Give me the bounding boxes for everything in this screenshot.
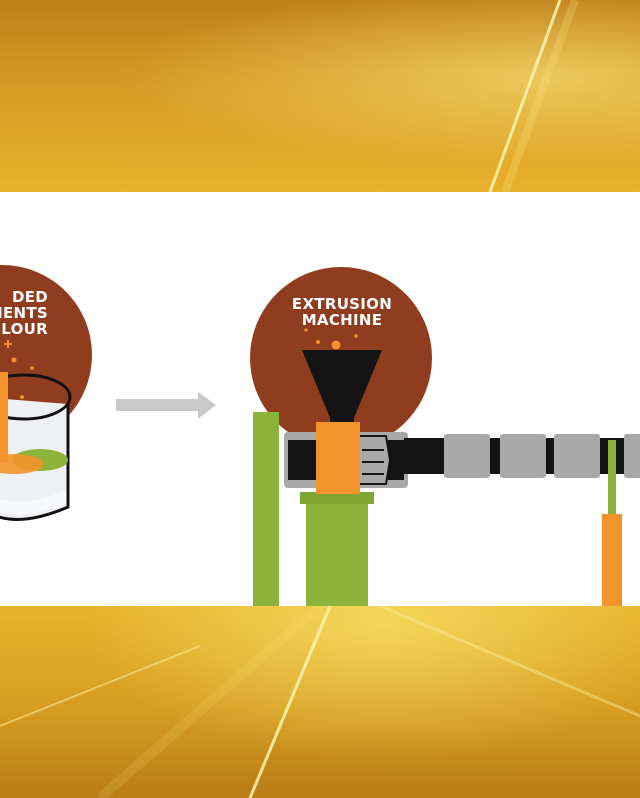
blended-ingredients [0,454,44,474]
arrow-head [198,392,216,419]
pipe-segment [500,434,546,478]
background-bottom-band [0,606,640,798]
barrel-collar [356,435,392,485]
blending-label-line-3: LOUR [1,320,48,338]
process-arrow [116,392,216,419]
pipe-segment [444,434,490,478]
machine-base-cap [300,492,374,504]
sparkle [11,357,17,363]
support-post [253,412,279,606]
blending-label-line-2: RIENTS [0,304,48,322]
pipe-segment [624,434,640,478]
diagram-panel: DED RIENTS LOUR EXTRUSION MACHINE [0,192,640,606]
background-top-band [0,0,640,192]
pipe-segment [554,434,600,478]
right-support-leg [602,514,622,606]
sparkle-plus [4,340,12,348]
mixer-shaft [0,372,8,462]
arrow-shaft [116,399,198,411]
extrusion-label-line-1: EXTRUSION [292,295,392,313]
sparkle [30,366,34,370]
blending-stage: DED RIENTS LOUR [0,265,92,521]
feed-throat [316,422,360,494]
sparkle [354,334,358,338]
light-streaks-bottom [0,606,640,798]
light-streaks-top [488,0,579,192]
extrusion-stage: EXTRUSION MACHINE [250,267,640,606]
sparkle [331,340,341,350]
machine-base [306,492,368,606]
blending-label-line-1: DED [12,288,48,306]
sparkle [316,340,320,344]
mixing-bowl-rim [0,373,72,421]
process-diagram: DED RIENTS LOUR EXTRUSION MACHINE [0,265,640,606]
sparkle [20,395,24,399]
sparkle [304,328,308,332]
bowl-shine [0,490,66,515]
right-support-rod [608,440,616,516]
extrusion-label-line-2: MACHINE [302,311,383,329]
hopper [302,350,382,418]
